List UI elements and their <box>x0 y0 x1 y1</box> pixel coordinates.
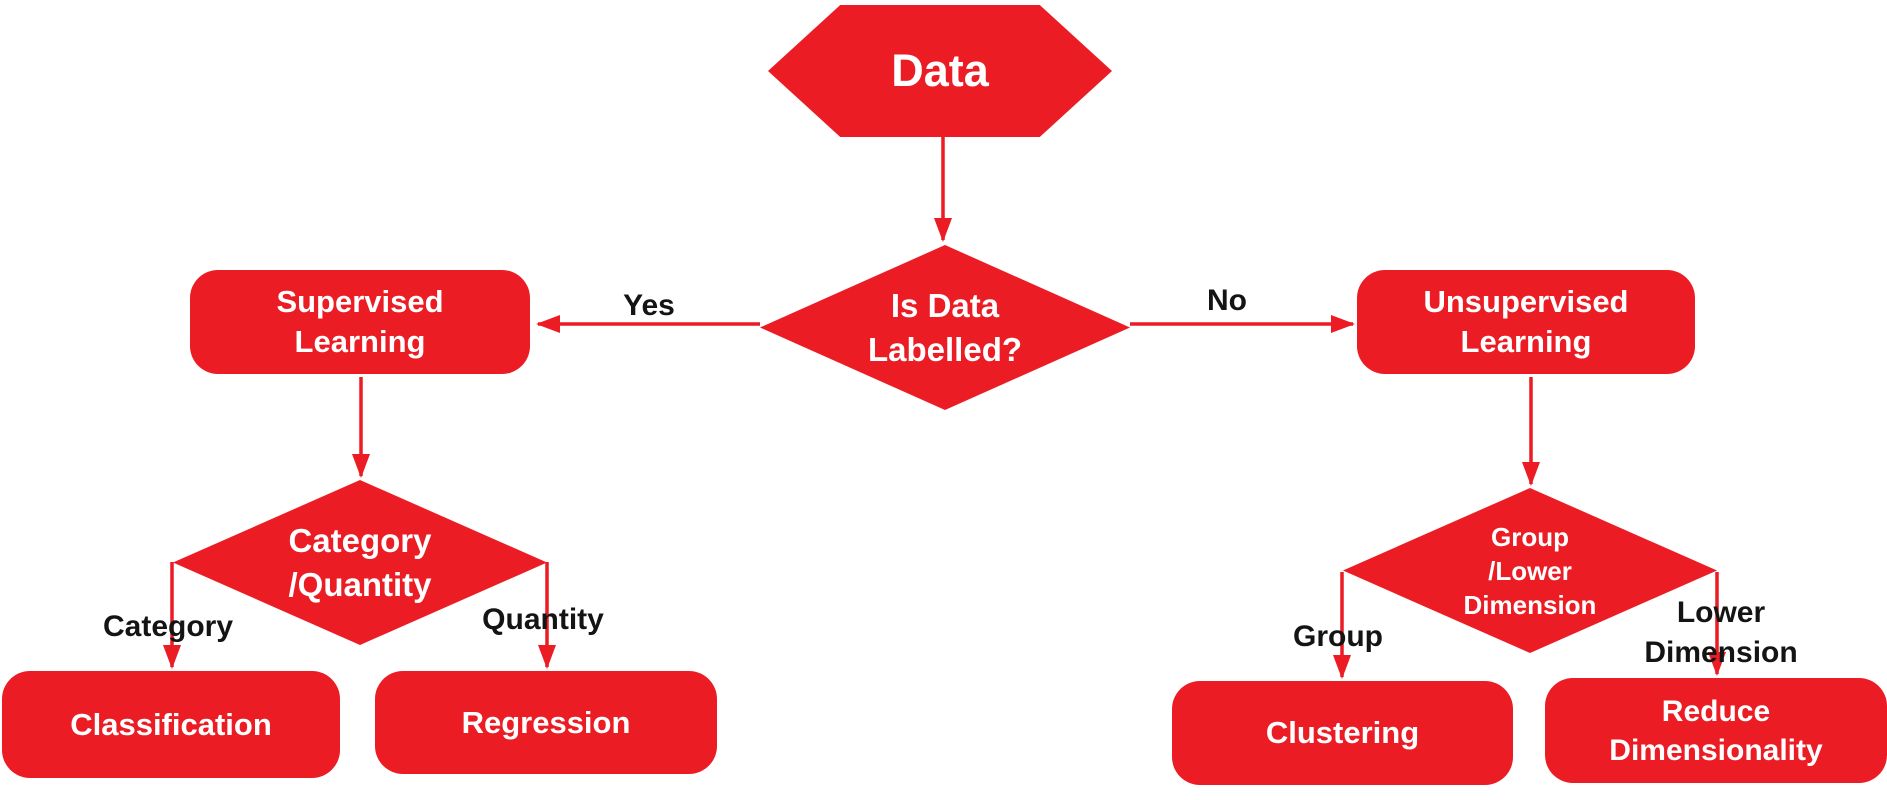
edge-label-lower-dimension: Lower Dimension <box>1644 596 1798 669</box>
node-supervised-learning: Supervised Learning <box>190 270 530 374</box>
edge-label-no: No <box>1207 284 1247 317</box>
node-is-data-labelled-label: Is Data Labelled? <box>867 286 1023 368</box>
node-group-lower-dimension-label: Group /Lower Dimension <box>1463 521 1597 620</box>
node-unsupervised-learning-label: Unsupervised Learning <box>1423 284 1629 359</box>
edge-label-quantity: Quantity <box>482 603 604 636</box>
edge-label-group: Group <box>1293 620 1383 653</box>
node-data-label: Data <box>891 45 989 96</box>
node-supervised-learning-label: Supervised Learning <box>276 284 444 359</box>
node-reduce-dimensionality-label: Reduce Dimensionality <box>1609 694 1823 767</box>
node-data-hexagon: Data <box>768 5 1112 137</box>
node-classification: Classification <box>2 671 340 778</box>
node-reduce-dimensionality: Reduce Dimensionality <box>1545 678 1887 783</box>
node-regression-label: Regression <box>461 704 631 740</box>
node-unsupervised-learning: Unsupervised Learning <box>1357 270 1695 374</box>
node-clustering: Clustering <box>1172 681 1513 785</box>
edge-label-category: Category <box>102 610 234 643</box>
node-classification-label: Classification <box>70 706 272 742</box>
edge-label-yes: Yes <box>623 289 675 322</box>
node-regression: Regression <box>375 671 717 774</box>
node-clustering-label: Clustering <box>1265 715 1420 750</box>
node-category-quantity-label: Category /Quantity <box>288 521 432 603</box>
